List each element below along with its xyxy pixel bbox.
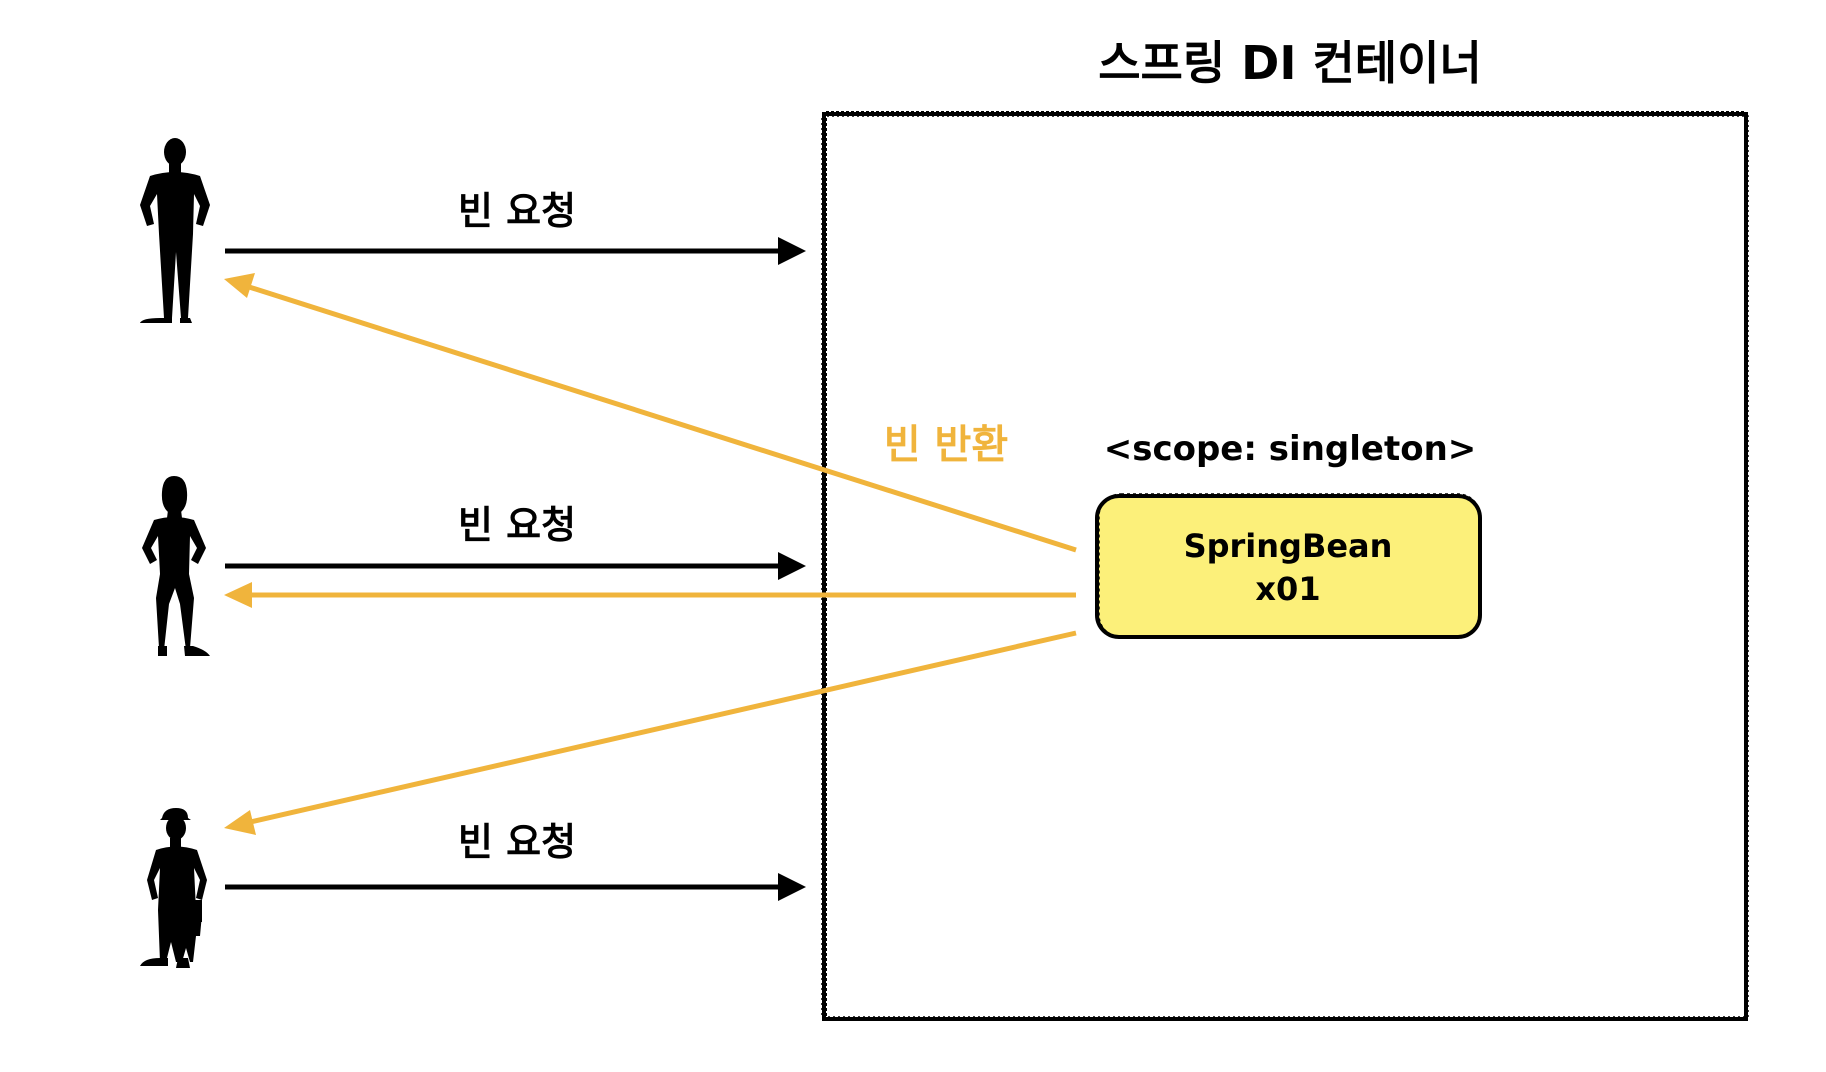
request-label-3: 빈 요청 xyxy=(458,820,576,864)
return-arrow-3 xyxy=(224,630,1077,835)
return-arrow-1 xyxy=(224,273,1077,553)
woman-silhouette-icon xyxy=(142,476,210,656)
spring-di-container-box xyxy=(821,111,1749,1021)
bean-instance-id: x01 xyxy=(1255,570,1320,608)
return-label: 빈 반환 xyxy=(884,422,1008,468)
request-label-2: 빈 요청 xyxy=(458,503,576,547)
return-arrow-2 xyxy=(224,582,1076,608)
diagram-title: 스프링 DI 컨테이너 xyxy=(1098,36,1482,90)
scope-label: <scope: singleton> xyxy=(1104,429,1477,469)
request-arrow-3 xyxy=(225,873,806,901)
spring-bean-box: SpringBean x01 xyxy=(1095,493,1482,639)
worker-silhouette-icon xyxy=(140,808,207,968)
request-label-1: 빈 요청 xyxy=(458,189,576,233)
request-arrow-1 xyxy=(225,237,806,265)
bean-name: SpringBean xyxy=(1184,527,1393,565)
request-arrow-2 xyxy=(225,552,806,580)
man-silhouette-icon xyxy=(140,138,210,323)
